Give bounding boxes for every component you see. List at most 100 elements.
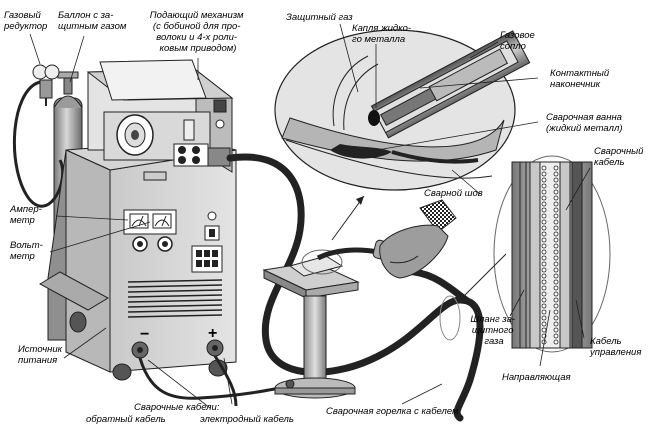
spiral-turn: [553, 231, 559, 237]
spiral-turn: [541, 225, 547, 231]
spiral-turn: [541, 261, 547, 267]
spiral-turn: [541, 249, 547, 255]
spiral-turn: [541, 297, 547, 303]
label-gas-reducer: Газовый редуктор: [3, 10, 47, 32]
spiral-turn: [541, 315, 547, 321]
spiral-turn: [541, 195, 547, 201]
spiral-turn: [541, 321, 547, 327]
spiral-turn: [553, 225, 559, 231]
vent-grille: [127, 279, 223, 318]
welder-glove: [379, 199, 457, 279]
spiral-turn: [553, 309, 559, 315]
spiral-turn: [553, 255, 559, 261]
spiral-turn: [541, 255, 547, 261]
spiral-turn: [541, 267, 547, 273]
spiral-turn: [541, 309, 547, 315]
spiral-turn: [553, 315, 559, 321]
indicator-lamp: [207, 211, 217, 221]
nozzle-zoom: [274, 29, 531, 191]
spiral-turn: [553, 333, 559, 339]
label-feed-mechanism: Подающий механизм (с бобиной для про- во…: [150, 10, 246, 54]
spiral-turn: [541, 291, 547, 297]
spiral-turn: [553, 303, 559, 309]
label-return-cable: обратный кабель: [86, 414, 166, 425]
spiral-turn: [553, 339, 559, 345]
spiral-turn: [541, 207, 547, 213]
label-gas-hose: Шланг за- щитного газа: [470, 314, 517, 347]
electrode-cable: [213, 355, 238, 407]
label-weld-seam: Сварной шов: [424, 188, 483, 199]
power-source: [38, 139, 237, 381]
minus-sign: −: [140, 326, 149, 343]
spiral-turn: [541, 243, 547, 249]
weld-seam: [391, 150, 479, 164]
spiral-turn: [541, 327, 547, 333]
label-contact-tip: Контактный наконечник: [550, 68, 612, 90]
spiral-turn: [553, 327, 559, 333]
label-control-cable: Кабель управления: [589, 336, 641, 358]
spiral-turn: [553, 213, 559, 219]
spiral-turn: [541, 219, 547, 225]
leader-lines: [29, 23, 591, 409]
spiral-turn: [541, 273, 547, 279]
label-shielding-gas: Защитный газ: [286, 12, 353, 23]
spiral-turn: [553, 177, 559, 183]
drive-rollers: [173, 143, 209, 167]
spiral-turn: [541, 213, 547, 219]
spiral-turn: [553, 195, 559, 201]
label-welding-cable: Сварочный кабель: [594, 146, 646, 168]
work-table: [262, 255, 360, 399]
label-voltmeter: Вольт- метр: [10, 240, 45, 262]
label-gas-cylinder: Баллон с за- щитным газом: [58, 10, 127, 32]
gas-reducer: [32, 64, 60, 106]
label-electrode-cable: электродный кабель: [200, 414, 294, 425]
switch-panel[interactable]: [191, 245, 223, 273]
spiral-turn: [541, 303, 547, 309]
weld-pool: [330, 144, 392, 159]
spiral-turn: [553, 321, 559, 327]
spiral-turn: [553, 261, 559, 267]
spiral-turn: [553, 249, 559, 255]
metal-drop: [368, 110, 380, 126]
spiral-turn: [553, 165, 559, 171]
label-torch-with-cable: Сварочная горелка с кабелем: [326, 406, 459, 417]
spiral-turn: [541, 285, 547, 291]
label-gas-nozzle: Газовое сопло: [500, 30, 537, 52]
spiral-turn: [541, 171, 547, 177]
spiral-turn: [553, 267, 559, 273]
spiral-turn: [553, 207, 559, 213]
ammeter-dial: [129, 213, 149, 229]
hose-control-cable: [571, 161, 583, 349]
label-power-source: Источник питания: [18, 344, 65, 366]
label-guide: Направляющая: [502, 372, 571, 383]
spiral-turn: [541, 231, 547, 237]
weld-point-marker: [301, 249, 343, 275]
feed-mechanism: [86, 59, 234, 181]
spiral-turn: [553, 273, 559, 279]
spiral-turn: [541, 165, 547, 171]
spiral-turn: [541, 279, 547, 285]
spiral-turn: [553, 189, 559, 195]
spiral-turn: [553, 285, 559, 291]
spiral-turn: [553, 243, 559, 249]
label-ammeter: Ампер- метр: [9, 204, 44, 226]
spiral-turn: [541, 237, 547, 243]
spiral-turn: [553, 279, 559, 285]
torch-cable: [226, 153, 484, 422]
spiral-turn: [553, 219, 559, 225]
label-weld-pool: Сварочная ванна (жидкий металл): [546, 112, 625, 134]
spiral-turn: [553, 171, 559, 177]
spiral-turn: [541, 201, 547, 207]
spiral-turn: [553, 237, 559, 243]
guide-spiral: [541, 165, 559, 345]
spiral-turn: [541, 189, 547, 195]
label-metal-drop: Капля жидко- го металла: [352, 23, 414, 45]
label-welding-cables: Сварочные кабели:: [134, 402, 220, 413]
spiral-turn: [541, 177, 547, 183]
spiral-turn: [553, 201, 559, 207]
spiral-turn: [553, 183, 559, 189]
plus-sign: +: [208, 325, 217, 342]
spiral-turn: [541, 183, 547, 189]
